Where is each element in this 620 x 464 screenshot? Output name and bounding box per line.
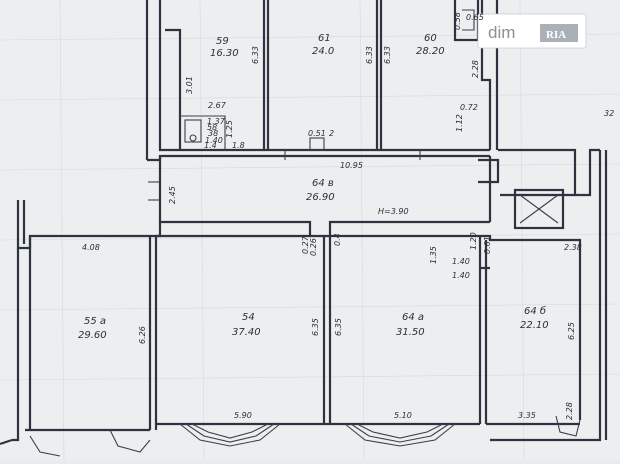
dim-post-c: 0.26 — [309, 238, 318, 256]
dim-room64b-width: 3.35 — [518, 411, 536, 420]
dim-room64a-height: 6.35 — [334, 318, 343, 336]
dim-room61-door: 0.51 — [308, 129, 326, 138]
dim-room59-height: 3.01 — [185, 76, 194, 94]
watermark-text: dim — [488, 23, 515, 42]
dim-room60-side-d: 0.72 — [460, 103, 478, 112]
room-59-number: 59 — [216, 36, 229, 47]
dim-room61-door-b: 2 — [329, 129, 334, 138]
dim-passage-e: 1.40 — [452, 271, 470, 280]
dim-room64b-bottom-side: 2.28 — [565, 402, 574, 420]
dim-room64b-top: 2.38 — [564, 243, 582, 252]
dim-room59-width: 2.67 — [208, 101, 227, 110]
dim-room54-width: 5.90 — [234, 411, 252, 420]
room-64b-number: 64 б — [524, 305, 546, 317]
dim-ceiling-height: H=3.90 — [378, 207, 409, 216]
room-54-number: 54 — [242, 312, 255, 323]
room-59-area: 16.30 — [210, 48, 239, 59]
dim-room60-side-b: 2.28 — [471, 60, 480, 78]
wc-number: 58 — [207, 123, 217, 132]
watermark-logo: dim RIA — [477, 13, 587, 49]
dim-wc-bottom: 1.40 — [205, 136, 223, 145]
upper-block-walls — [145, 0, 499, 160]
dim-corridor-left: 2.45 — [168, 186, 177, 204]
dim-corridor-niche-b: 1.8 — [232, 141, 245, 150]
dim-room55a-height: 6.26 — [138, 326, 147, 344]
room-61-area: 24.0 — [312, 46, 334, 57]
dim-room54-height: 6.35 — [311, 318, 320, 336]
room-64v-area: 26.90 — [306, 192, 335, 203]
dim-room60-side-c: 1.12 — [455, 114, 464, 132]
room-64a-area: 31.50 — [396, 327, 425, 338]
dim-passage-b: 1.20 — [469, 232, 478, 250]
room-55a-number: 55 а — [84, 316, 106, 327]
dim-room61-height: 6.33 — [365, 46, 374, 64]
dim-passage-c: 0.61 — [483, 236, 492, 254]
dim-corridor-length: 10.95 — [340, 161, 363, 170]
dim-passage-d: 1.40 — [452, 257, 470, 266]
dimension-labels: 10.95 H=3.90 4.08 6.26 5.90 6.35 6.35 5.… — [82, 12, 614, 420]
dim-wc-side: 1.25 — [225, 120, 234, 138]
room-61-number: 61 — [318, 33, 331, 44]
room-64v-number: 64 в — [312, 178, 334, 189]
stair-shaft — [490, 148, 608, 442]
dim-room60-top: 0.65 — [466, 13, 484, 22]
dim-room60-height: 6.33 — [383, 46, 392, 64]
dim-room60-side-a: 0.58 — [453, 12, 462, 30]
dim-passage-a: 1.35 — [429, 246, 438, 264]
room-55a-area: 29.60 — [78, 330, 107, 341]
bay-windows — [0, 415, 581, 457]
dim-post-b: 0.4 — [333, 233, 342, 246]
dim-wc-width: 1.37 — [207, 117, 226, 126]
dim-wc-area: 38 — [208, 129, 218, 138]
dim-post-a: 0.27 — [301, 235, 310, 254]
dim-room64b-height: 6.25 — [567, 322, 576, 340]
dim-room59-side: 6.33 — [251, 46, 260, 64]
wc-fixture — [184, 119, 202, 143]
dim-corridor-niche-a: 1.4 — [204, 141, 217, 150]
room-60-area: 28.20 — [416, 46, 445, 57]
room-64a-number: 64 а — [402, 312, 424, 323]
room-labels: 59 16.30 61 24.0 60 28.20 64 в 26.90 55 … — [78, 33, 549, 341]
watermark-badge: RIA — [546, 29, 566, 41]
room-54-area: 37.40 — [232, 327, 261, 338]
dim-room55a-width: 4.08 — [82, 243, 100, 252]
room-64b-area: 22.10 — [520, 320, 549, 331]
dim-room64a-width: 5.10 — [394, 411, 412, 420]
lower-block-walls — [12, 200, 582, 442]
room-60-number: 60 — [424, 33, 437, 44]
dim-right-edge: 32 — [604, 109, 614, 118]
